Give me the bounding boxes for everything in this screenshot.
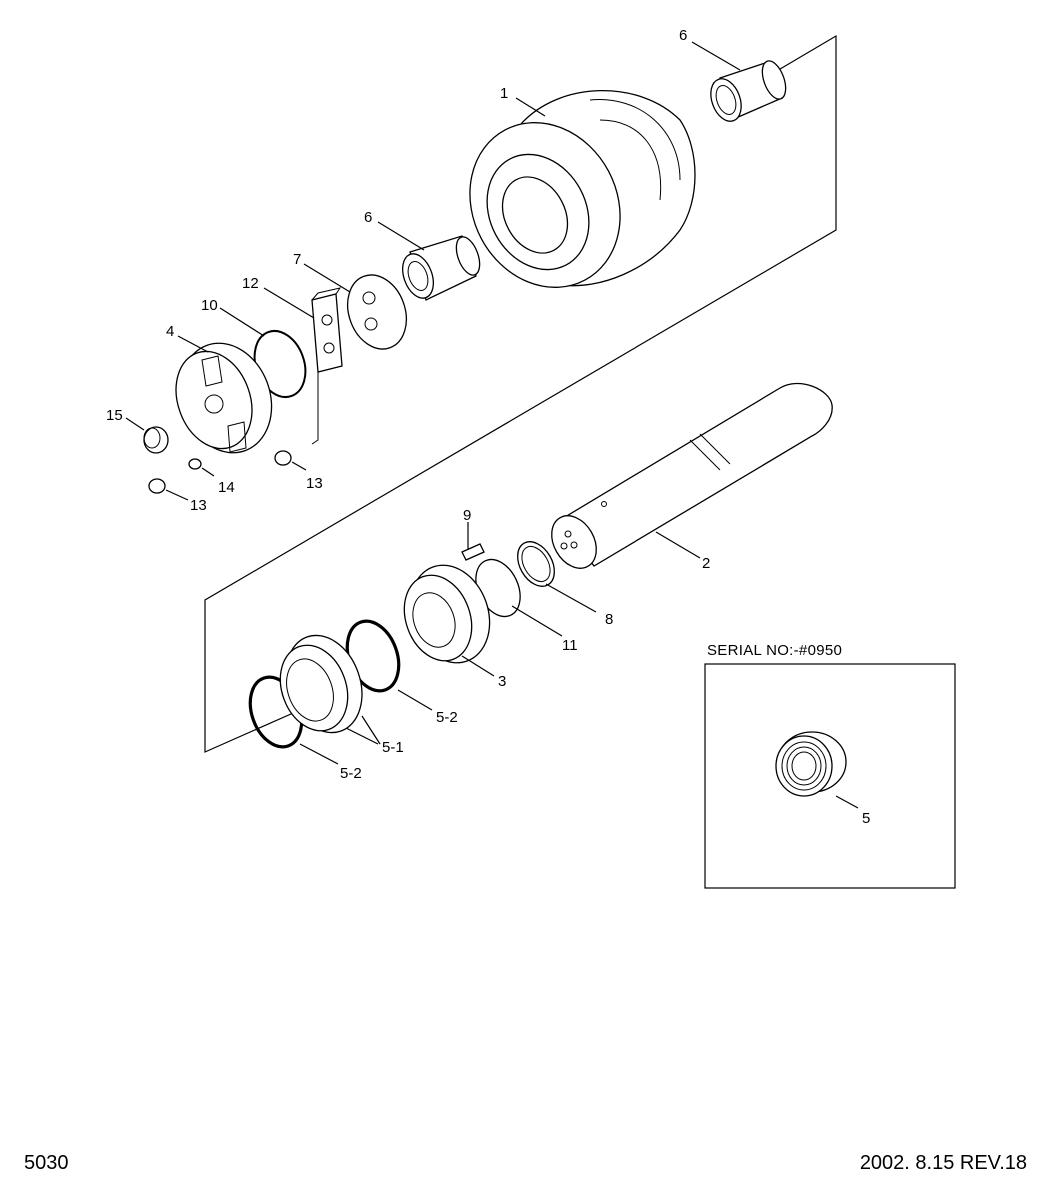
leader-lines: [125, 41, 859, 809]
callout-4: 4: [166, 323, 174, 340]
inset-callout-5: 5: [862, 810, 870, 827]
callout-7: 7: [293, 251, 301, 268]
part-4-cover: [175, 342, 273, 454]
part-1-roller-body: [469, 89, 696, 288]
callout-labels: 1 6 6 7 12 10 4 15 13 14 13 9 2 8 11 3 5…: [106, 27, 710, 782]
part-6-bushing-lower: [402, 235, 481, 301]
part-12-bracket: [311, 287, 343, 445]
callout-1: 1: [500, 85, 508, 102]
part-8-snap-ring: [517, 541, 555, 587]
part-7-plate: [347, 274, 407, 350]
callout-15: 15: [106, 407, 123, 424]
serial-inset-title: SERIAL NO:-#0950: [707, 642, 843, 659]
page-number: 5030: [24, 1152, 69, 1174]
part-5-seal-inset: [775, 731, 847, 797]
part-2-shaft: [551, 382, 833, 569]
serial-inset: 5: [704, 663, 956, 889]
callout-6-lower: 6: [364, 209, 372, 226]
assembly-frame: [204, 34, 837, 753]
callout-5-1: 5-1: [382, 739, 404, 756]
callout-14: 14: [218, 479, 235, 496]
callout-12: 12: [242, 275, 259, 292]
callout-5-2-lower: 5-2: [340, 765, 362, 782]
callout-8: 8: [605, 611, 613, 628]
callout-13-right: 13: [306, 475, 323, 492]
part-3-collar: [403, 564, 491, 664]
callout-10: 10: [201, 297, 218, 314]
part-9-pin: [461, 543, 485, 561]
callout-5-2-upper: 5-2: [436, 709, 458, 726]
callout-13-left: 13: [190, 497, 207, 514]
callout-9: 9: [463, 507, 471, 524]
part-6-bushing-upper: [710, 60, 787, 122]
part-15-plug: [143, 426, 169, 454]
part-14-washer: [188, 458, 202, 470]
callout-2: 2: [702, 555, 710, 572]
callout-6-upper: 6: [679, 27, 687, 44]
callout-11: 11: [562, 637, 578, 654]
revision-date: 2002. 8.15 REV.18: [859, 1152, 1027, 1174]
callout-3: 3: [498, 673, 506, 690]
part-13-bolt-right: [274, 450, 292, 466]
part-13-bolt-left: [148, 478, 166, 494]
part-5-1-floating-seal: [279, 634, 363, 734]
